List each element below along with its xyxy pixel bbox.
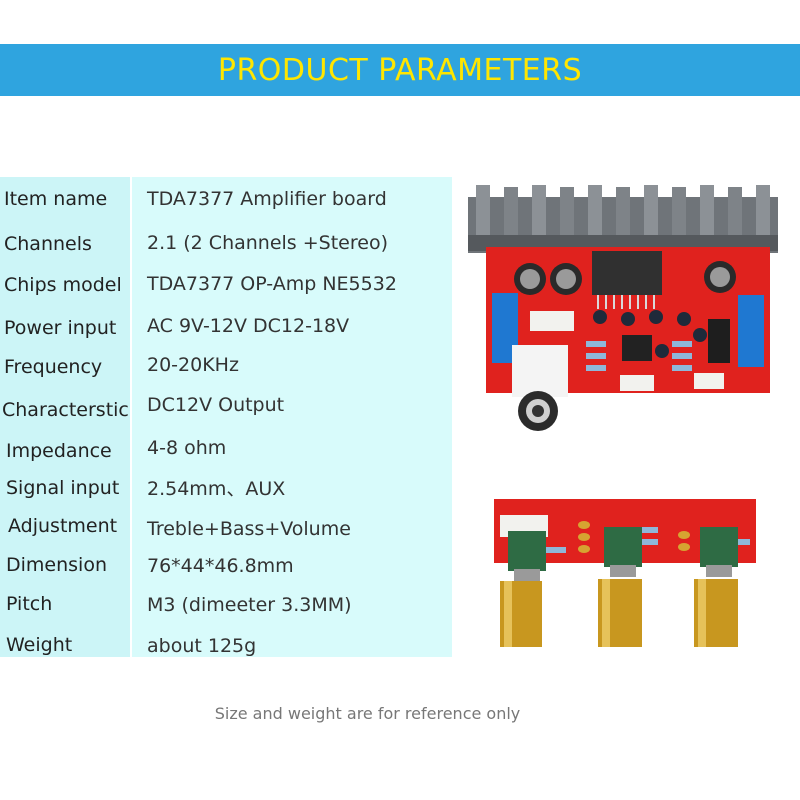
spec-label: Pitch — [6, 593, 53, 615]
spec-value: Treble+Bass+Volume — [147, 518, 351, 540]
spec-label: Chips model — [4, 274, 122, 296]
spec-label: Power input — [4, 317, 117, 339]
spec-value: AC 9V-12V DC12-18V — [147, 315, 350, 337]
spec-value: 4-8 ohm — [147, 437, 227, 459]
spec-value: 76*44*46.8mm — [147, 555, 294, 577]
spec-value: TDA7377 OP-Amp NE5532 — [147, 273, 397, 295]
spec-value: 20-20KHz — [147, 354, 239, 376]
header-banner: PRODUCT PARAMETERS — [0, 44, 800, 96]
potentiometer-image — [694, 527, 738, 647]
potentiometer-image — [500, 531, 546, 647]
tone-board-photo — [494, 499, 756, 647]
spec-label-column — [0, 177, 130, 657]
amplifier-board-photo — [468, 185, 778, 431]
spec-label: Characterstic — [2, 399, 129, 421]
spec-label: Frequency — [4, 356, 103, 378]
spec-value: about 125g — [147, 635, 257, 657]
spec-label: Weight — [6, 634, 73, 656]
spec-value: 2.54mm、AUX — [147, 478, 286, 500]
spec-value: DC12V Output — [147, 394, 285, 416]
potentiometer-image — [598, 527, 642, 647]
spec-label: Channels — [4, 233, 92, 255]
spec-value-column — [132, 177, 452, 657]
spec-label: Adjustment — [8, 515, 118, 537]
footnote: Size and weight are for reference only — [214, 704, 521, 723]
heatsink-image — [468, 185, 778, 253]
spec-value: 2.1 (2 Channels +Stereo) — [147, 232, 388, 254]
page-title: PRODUCT PARAMETERS — [217, 52, 583, 88]
spec-value: M3 (dimeeter 3.3MM) — [147, 594, 352, 616]
spec-value: TDA7377 Amplifier board — [147, 188, 387, 210]
spec-label: Signal input — [6, 477, 120, 499]
spec-table — [0, 177, 452, 657]
spec-label: Impedance — [6, 440, 112, 462]
spec-label: Dimension — [6, 554, 107, 576]
spec-label: Item name — [4, 188, 108, 210]
